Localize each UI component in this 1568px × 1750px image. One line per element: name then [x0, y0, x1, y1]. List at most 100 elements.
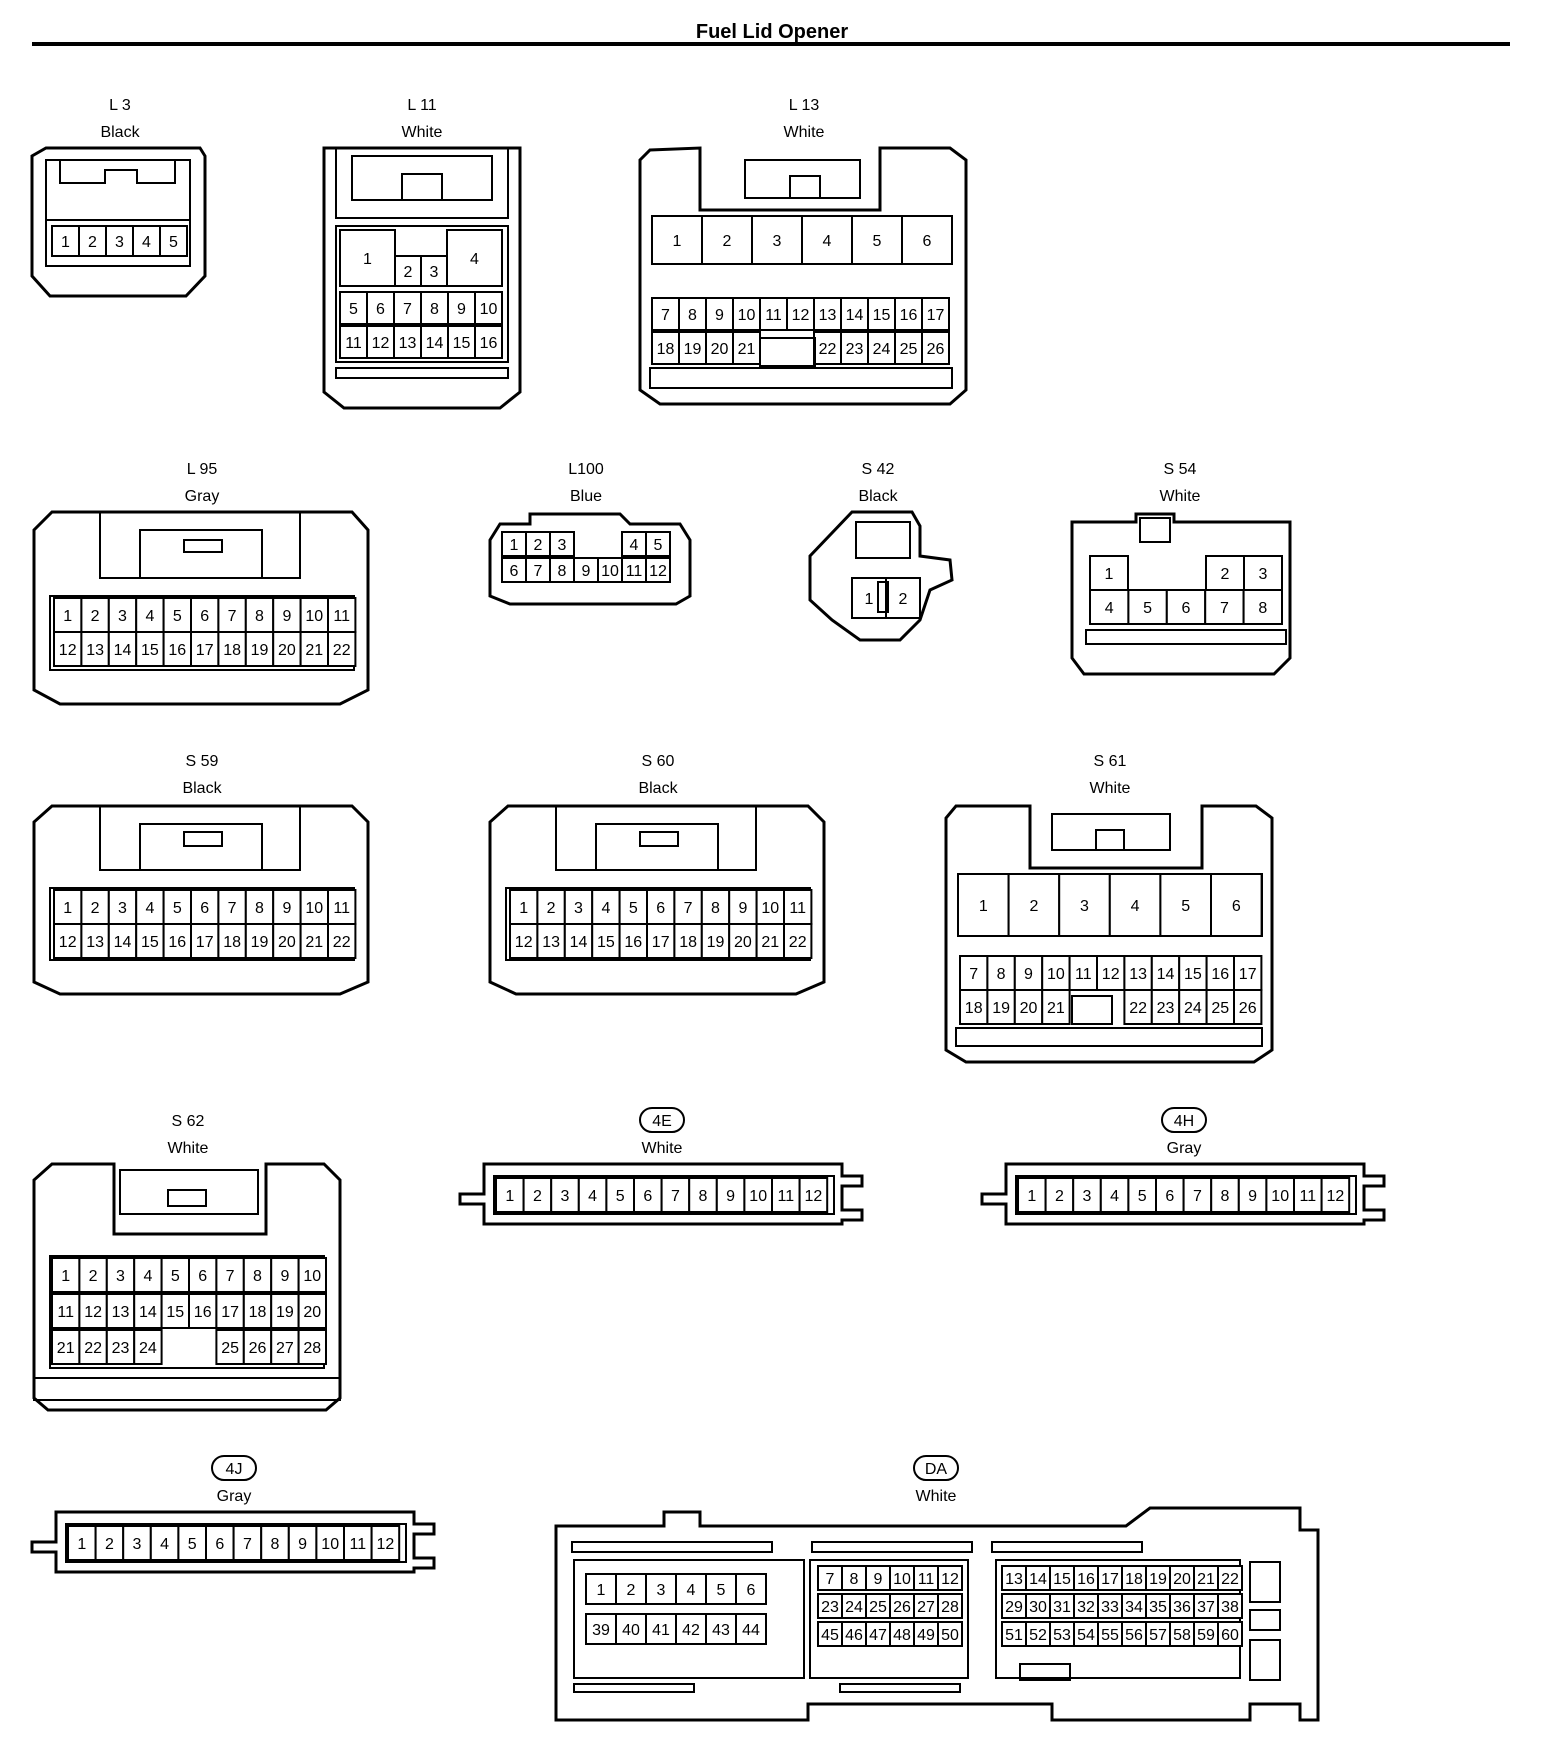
pin-number: 19 — [276, 1304, 294, 1321]
pin-number: 2 — [533, 1188, 542, 1205]
pin-cell — [1243, 555, 1283, 591]
pin-cell — [715, 1177, 746, 1213]
pin-number: 50 — [941, 1627, 959, 1644]
pin-number: 8 — [711, 900, 720, 917]
pin-cell — [244, 631, 275, 667]
pin-number: 19 — [1149, 1571, 1167, 1588]
pin-15: 15 — [160, 1293, 191, 1329]
pin-number: 21 — [738, 341, 756, 358]
pin-number: 5 — [654, 537, 663, 554]
pin-cell — [1210, 1177, 1240, 1213]
housing-outline — [554, 1506, 1320, 1722]
pin-12: 12 — [370, 1525, 401, 1561]
pin-5: 5 — [162, 597, 193, 633]
housing-outline — [32, 804, 370, 996]
pin-10: 10 — [297, 1257, 328, 1293]
pin-number: 15 — [453, 335, 471, 352]
pin-12: 12 — [53, 631, 83, 667]
pin-cell — [525, 531, 551, 557]
pin-number: 9 — [582, 563, 591, 580]
pin-3: 3 — [420, 255, 448, 287]
pin-1: 1 — [51, 1257, 81, 1293]
pin-number: 15 — [873, 307, 891, 324]
pin-cell — [743, 1177, 774, 1213]
pin-number: 2 — [404, 264, 413, 281]
pin-26: 26 — [1233, 989, 1263, 1025]
pin-number: 4 — [470, 251, 479, 268]
key-slot — [759, 337, 816, 367]
pin-number: 53 — [1053, 1627, 1071, 1644]
pin-number: 12 — [792, 307, 810, 324]
pin-number: 16 — [168, 642, 186, 659]
pin-3: 3 — [107, 597, 138, 633]
pin-1: 1 — [957, 873, 1010, 937]
pin-cell — [107, 631, 138, 667]
pin-number: 1 — [673, 233, 682, 250]
pin-number: 6 — [200, 900, 209, 917]
pin-19: 19 — [244, 923, 275, 959]
housing-outline — [980, 1162, 1386, 1226]
pin-56: 56 — [1121, 1621, 1147, 1647]
pin-1: 1 — [1089, 555, 1129, 591]
pin-21: 21 — [755, 923, 785, 959]
base-rail — [335, 367, 509, 379]
pin-21: 21 — [732, 331, 761, 365]
pin-16: 16 — [618, 923, 648, 959]
pin-number: 1 — [505, 1188, 514, 1205]
pin-28: 28 — [297, 1329, 328, 1365]
pin-number: 4 — [145, 900, 154, 917]
pin-cell — [327, 631, 357, 667]
pin-20: 20 — [1013, 989, 1044, 1025]
connector-color: White — [1160, 488, 1201, 505]
pin-cell — [420, 255, 448, 287]
pin-22: 22 — [1123, 989, 1153, 1025]
pin-number: 28 — [941, 1599, 959, 1616]
pin-number: 8 — [850, 1571, 859, 1588]
pin-number: 1 — [1027, 1188, 1036, 1205]
pin-number: 7 — [661, 307, 670, 324]
pin-43: 43 — [705, 1613, 737, 1645]
pin-13: 13 — [1001, 1565, 1027, 1591]
pin-20: 20 — [705, 331, 734, 365]
latch — [595, 823, 719, 871]
pin-cell — [1097, 1621, 1123, 1647]
pin-number: 11 — [777, 1188, 794, 1205]
pin-number: 16 — [900, 307, 918, 324]
pin-number: 2 — [1221, 566, 1230, 583]
pin-number: 13 — [1005, 1571, 1023, 1588]
pin-cell — [1150, 955, 1181, 991]
pin-number: 13 — [86, 642, 104, 659]
pin-cell — [700, 923, 731, 959]
pin-number: 3 — [558, 537, 567, 554]
pin-cell — [705, 1573, 737, 1605]
pin-3: 3 — [549, 531, 575, 557]
pin-cell — [688, 1177, 718, 1213]
pin-2: 2 — [525, 531, 551, 557]
pin-cell — [1210, 873, 1263, 937]
latch — [351, 155, 493, 201]
pin-number: 3 — [116, 1268, 125, 1285]
pin-39: 39 — [585, 1613, 617, 1645]
pin-number: 10 — [305, 900, 323, 917]
pin-4: 4 — [149, 1525, 180, 1561]
pin-cell — [645, 557, 671, 583]
pin-number: 4 — [142, 234, 151, 251]
pin-6: 6 — [735, 1573, 767, 1605]
pin-number: 6 — [1232, 898, 1241, 915]
pin-cell — [1205, 989, 1235, 1025]
pin-16: 16 — [474, 325, 503, 359]
pin-cell — [1150, 989, 1181, 1025]
pin-number: 1 — [865, 591, 874, 608]
pin-number: 3 — [118, 608, 127, 625]
pin-cell — [1169, 1593, 1195, 1619]
latch-tab — [183, 539, 223, 553]
pin-cell — [1145, 1593, 1171, 1619]
pin-number: 23 — [1157, 1000, 1175, 1017]
pin-number: 20 — [1173, 1571, 1191, 1588]
connector-color: Black — [638, 780, 678, 797]
pin-cell — [495, 1177, 525, 1213]
